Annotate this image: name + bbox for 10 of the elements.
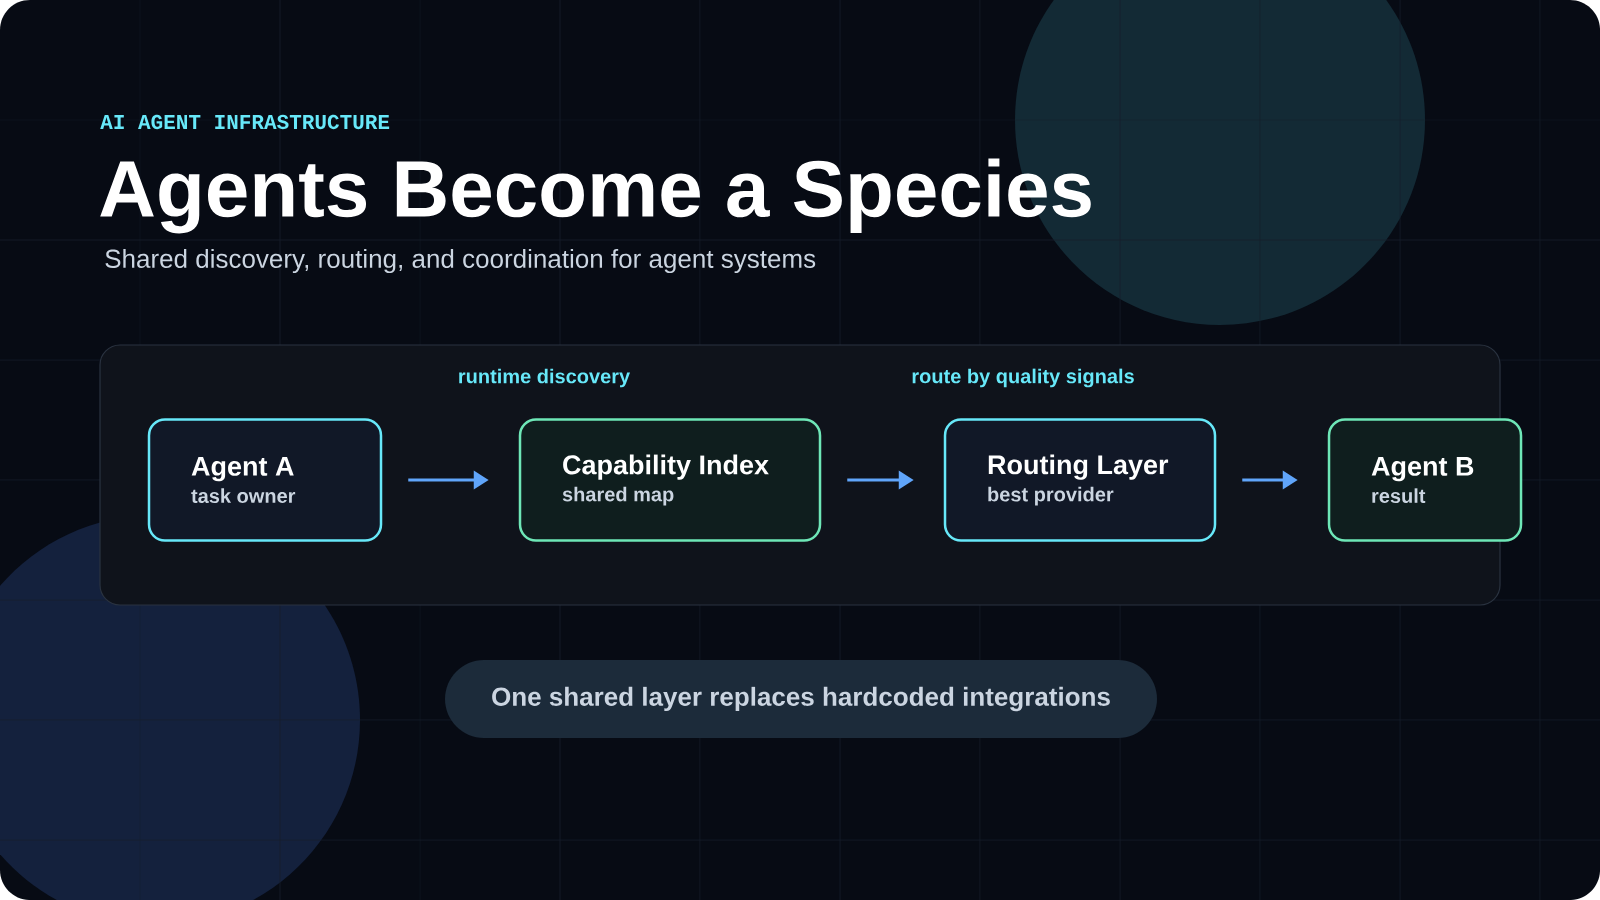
annotation-text: runtime discovery [459,368,630,388]
kicker-text: AI AGENT INFRASTRUCTURE [100,114,390,130]
process-box: Capability Index shared map [518,418,822,542]
process-box: Agent B result [1327,418,1523,542]
subtitle-text: Shared discovery, routing, and coordination for agent systems [105,248,816,274]
title-text: Agents Become a Species [100,158,1091,234]
summary-pill: One shared layer replaces hardcoded integrations [445,660,1157,738]
annotation-text: route by quality signals [912,368,1134,388]
process-box: Routing Layer best provider [943,418,1217,542]
process-box: Agent A task owner [147,418,383,542]
